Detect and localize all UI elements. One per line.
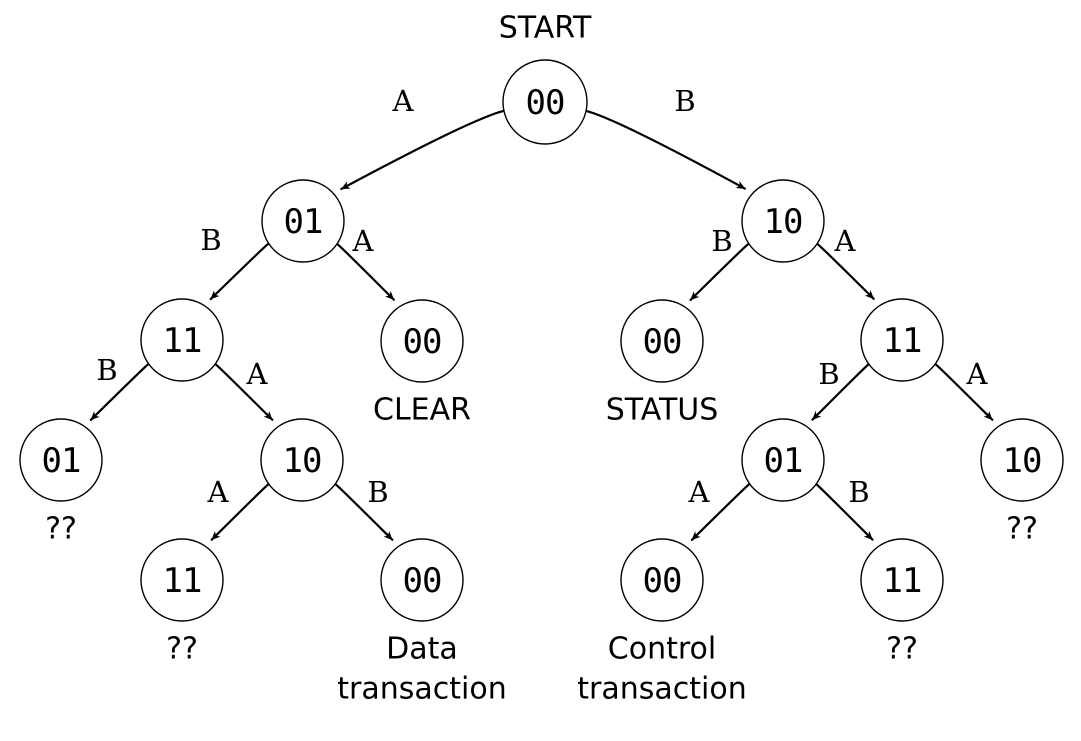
nodes-layer: 00 01 10 11 00 00 11 01 10 01 10 11 00 00 11 [19,59,1064,622]
node-circle[interactable] [380,299,464,383]
node-label: 01 [764,441,803,481]
edge-labels-layer: A B B A B A B A B A A B A B [96,84,988,509]
state-node-nR2a[interactable]: 00 [620,299,704,383]
captions-layer: START CLEAR STATUS?????? Data transaction Con… [45,11,1038,707]
node-caption-n0: START [499,11,592,46]
node-circle[interactable] [502,59,588,145]
node-label: 11 [883,561,922,601]
state-node-nR4b[interactable]: 11 [860,538,944,622]
edge-label-b-11: B [367,475,388,509]
node-caption-nR4b: ?? [886,632,918,667]
node-circle[interactable] [741,179,825,263]
edge-n0-to-nL1 [340,109,505,191]
node-label: 00 [643,322,682,362]
edge-label-b-2: B [200,223,221,257]
node-circle[interactable] [140,298,224,382]
edge-label-a-12: A [688,475,711,509]
edge-label-a-5: A [834,224,857,258]
edge-label-b-4: B [711,224,732,258]
node-circle[interactable] [260,418,344,502]
state-node-nR3b[interactable]: 10 [980,418,1064,502]
state-node-n0[interactable]: 00 [502,59,588,145]
edge-label-a-7: A [246,357,269,391]
node-circle[interactable] [620,299,704,383]
edge-n0-to-nR1 [585,110,747,190]
node-caption-nR3b: ?? [1006,512,1038,547]
node-label: 00 [403,322,442,362]
node-circle[interactable] [620,538,704,622]
edge-nR1-to-nR2b [816,243,875,300]
node-circle[interactable] [380,538,464,622]
edge-label-a-3: A [352,224,375,258]
edge-nL2a-to-nL3a [89,363,149,422]
edge-label-b-6: B [96,353,117,387]
node-label: 10 [1003,441,1042,481]
node-circle[interactable] [261,179,345,263]
edge-nL2a-to-nL3b [214,363,274,421]
edge-label-a-0: A [392,84,415,118]
state-node-nR3a[interactable]: 01 [741,418,825,502]
state-node-nL4a[interactable]: 11 [140,538,224,622]
edge-nL3b-to-nL4b [334,483,394,541]
node-circle[interactable] [140,538,224,622]
node-label: 01 [42,441,81,481]
edge-nL1-to-nL2a [209,243,270,301]
node-caption-nR2a: STATUS [606,393,719,428]
node-circle[interactable] [19,418,103,502]
state-node-nL1[interactable]: 01 [261,179,345,263]
edge-label-b-1: B [674,84,695,118]
node-circle[interactable] [741,418,825,502]
node-caption-nR4a: transaction [577,672,746,707]
node-caption-nL3a: ?? [45,512,77,547]
node-circle[interactable] [980,418,1064,502]
node-label: 00 [643,561,682,601]
state-node-nL2a[interactable]: 11 [140,298,224,382]
node-label: 10 [764,202,803,242]
state-node-nL3a[interactable]: 01 [19,418,103,502]
node-label: 01 [284,202,323,242]
edges-layer [89,109,994,542]
node-caption-nR4a: Control [608,632,716,667]
edge-nR1-to-nR2a [689,243,750,302]
edge-nR2b-to-nR3a [811,363,870,421]
state-node-nL3b[interactable]: 10 [260,418,344,502]
node-caption-nL4a: ?? [166,632,198,667]
node-label: 11 [163,561,202,601]
node-label: 00 [403,561,442,601]
state-node-nR1[interactable]: 10 [741,179,825,263]
state-node-nL4b[interactable]: 00 [380,538,464,622]
state-node-nL2b[interactable]: 00 [380,299,464,383]
node-caption-nL4b: Data [386,632,458,667]
node-caption-nL2b: CLEAR [373,393,471,428]
node-label: 00 [526,83,565,123]
edge-label-b-8: B [818,357,839,391]
edge-nL3b-to-nL4a [210,483,270,541]
edge-nL1-to-nL2b [336,243,395,301]
node-caption-nL4b: transaction [337,672,506,707]
state-node-nR4a[interactable]: 00 [620,538,704,622]
edge-label-a-10: A [207,475,230,509]
node-label: 11 [163,321,202,361]
node-circle[interactable] [860,298,944,382]
node-label: 11 [883,321,922,361]
edge-label-b-13: B [848,475,869,509]
node-circle[interactable] [860,538,944,622]
edge-nR2b-to-nR3b [934,363,994,421]
node-label: 10 [283,441,322,481]
edge-label-a-9: A [966,357,989,391]
edge-nR3a-to-nR4a [690,483,750,542]
edge-nR3a-to-nR4b [815,483,874,541]
state-node-nR2b[interactable]: 11 [860,298,944,382]
